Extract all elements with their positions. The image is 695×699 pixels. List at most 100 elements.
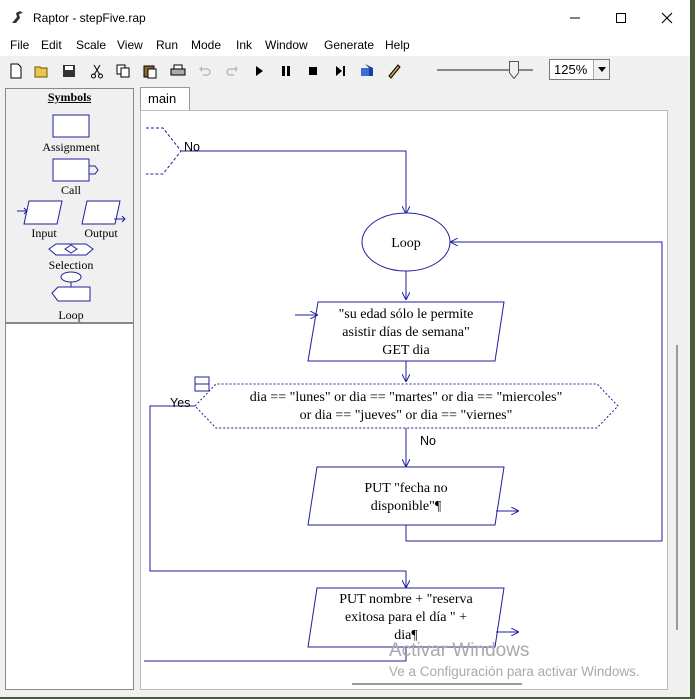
menu-window[interactable]: Window — [265, 38, 308, 52]
vertical-scrollbar[interactable] — [676, 345, 678, 630]
pen-icon — [388, 64, 401, 79]
step-icon — [336, 66, 345, 76]
speed-slider-track[interactable] — [437, 69, 533, 71]
output1-box — [307, 466, 505, 526]
step-button[interactable] — [329, 60, 351, 82]
run-icon — [256, 66, 263, 76]
assignment-label: Assignment — [42, 140, 100, 154]
menu-run[interactable]: Run — [156, 38, 179, 52]
connector-yes-branch — [149, 405, 406, 587]
input-text-line2: asistir días de semana" — [342, 325, 469, 340]
loop-text: Loop — [391, 236, 421, 251]
input-text-line1: "su edad sólo le permite — [339, 307, 474, 322]
tab-main[interactable]: main — [140, 87, 190, 110]
chevron-down-icon — [597, 67, 606, 72]
open-button[interactable] — [31, 60, 53, 82]
menu-scale[interactable]: Scale — [76, 38, 107, 52]
yes-label: Yes — [170, 396, 190, 410]
window-title: Raptor - stepFive.rap — [33, 11, 146, 25]
menu-bar: File Edit Scale View Run Mode Ink Window… — [0, 36, 690, 56]
output2-box — [307, 587, 505, 648]
menu-mode[interactable]: Mode — [191, 38, 222, 52]
output-symbol[interactable] — [81, 200, 126, 225]
maximize-button[interactable] — [598, 0, 644, 36]
new-button[interactable] — [5, 60, 27, 82]
call-symbol[interactable] — [52, 158, 99, 182]
symbol-shapes — [17, 114, 126, 302]
tab-main-label: main — [148, 91, 177, 106]
activation-watermark-subtitle: Ve a Configuración para activar Windows. — [389, 664, 640, 679]
output1-text-line2: disponible"¶ — [371, 499, 442, 514]
input-label: Input — [31, 226, 57, 240]
stop-button[interactable] — [302, 60, 324, 82]
minimize-button[interactable] — [552, 0, 598, 36]
title-bar: Raptor - stepFive.rap — [0, 0, 690, 36]
stop-icon — [309, 67, 317, 75]
minimize-icon — [570, 17, 580, 19]
raptor-app-icon — [12, 11, 23, 23]
print-icon — [170, 64, 186, 76]
pause-button[interactable] — [275, 60, 297, 82]
menu-view[interactable]: View — [117, 38, 143, 52]
cut-icon — [91, 64, 103, 79]
loop-label: Loop — [58, 308, 84, 322]
zoom-value: 125% — [554, 62, 588, 77]
maximize-icon — [616, 13, 626, 23]
assignment-symbol[interactable] — [52, 114, 90, 138]
call-label: Call — [61, 183, 81, 197]
selection-text-line1: dia == "lunes" or dia == "martes" or dia… — [250, 390, 563, 405]
test-server-button[interactable] — [356, 60, 378, 82]
new-icon — [10, 63, 22, 79]
symbols-palette: Symbols As — [5, 88, 134, 323]
loop-exit-no-label: No — [184, 140, 200, 154]
selection-label: Selection — [48, 258, 94, 272]
close-button[interactable] — [644, 0, 690, 36]
input-box — [307, 301, 505, 362]
save-button[interactable] — [58, 60, 80, 82]
output2-text-line3: dia¶ — [394, 628, 418, 643]
outer-loop-diamond-edge — [146, 127, 182, 175]
horizontal-scrollbar[interactable] — [352, 683, 522, 685]
flowchart: No Loop "su edad sólo le permite asistir… — [144, 127, 663, 662]
no-label: No — [420, 434, 436, 448]
undo-button[interactable] — [194, 60, 216, 82]
input-symbol[interactable] — [17, 200, 63, 225]
close-icon — [661, 12, 673, 24]
zoom-dropdown-button[interactable] — [593, 60, 609, 79]
flowchart-canvas[interactable]: No Loop "su edad sólo le permite asistir… — [140, 110, 668, 690]
redo-icon — [226, 66, 238, 76]
test-server-icon — [361, 64, 373, 76]
symbols-header: Symbols — [47, 90, 92, 104]
menu-file[interactable]: File — [10, 38, 30, 52]
selection-symbol[interactable] — [48, 243, 94, 256]
redo-button[interactable] — [221, 60, 243, 82]
menu-edit[interactable]: Edit — [41, 38, 62, 52]
variables-panel — [5, 323, 134, 690]
paste-button[interactable] — [139, 60, 161, 82]
menu-generate[interactable]: Generate — [324, 38, 375, 52]
paste-icon — [143, 65, 157, 79]
speed-slider-thumb[interactable] — [508, 61, 519, 79]
zoom-select[interactable]: 125% — [549, 59, 610, 80]
pen-button[interactable] — [383, 60, 405, 82]
run-button[interactable] — [248, 60, 270, 82]
output1-text-line1: PUT "fecha no — [364, 481, 447, 496]
loop-symbol[interactable] — [51, 271, 91, 302]
copy-icon — [116, 64, 130, 78]
selection-box — [194, 383, 619, 429]
menu-help[interactable]: Help — [385, 38, 410, 52]
copy-button[interactable] — [112, 60, 134, 82]
output2-text-line2: exitosa para el día " + — [345, 610, 467, 625]
selection-text-line2: or dia == "jueves" or dia == "viernes" — [300, 408, 513, 423]
connector-after-output2 — [144, 647, 407, 662]
cut-button[interactable] — [86, 60, 108, 82]
menu-ink[interactable]: Ink — [236, 38, 253, 52]
print-button[interactable] — [167, 60, 189, 82]
save-icon — [63, 65, 75, 77]
connector-to-loop — [181, 150, 406, 213]
input-text-line3: GET dia — [382, 343, 430, 358]
activation-watermark-title: Activar Windows — [389, 640, 530, 661]
pause-icon — [282, 66, 290, 76]
undo-icon — [199, 66, 211, 76]
